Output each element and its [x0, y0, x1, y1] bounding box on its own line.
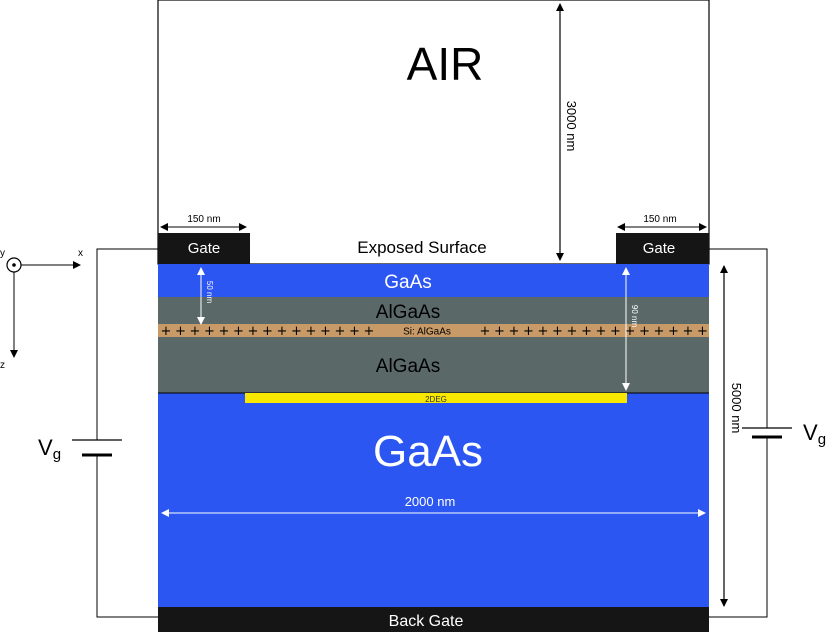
- gaas-substrate-label: GaAs: [373, 427, 483, 476]
- doping-plus-sign: +: [364, 324, 375, 339]
- doping-plus-sign: +: [262, 324, 273, 339]
- doping-plus-sign: +: [219, 324, 230, 339]
- voltage-left-label: Vg: [38, 435, 61, 463]
- doping-plus-sign: +: [291, 324, 302, 339]
- doping-plus-sign: +: [509, 324, 520, 339]
- doping-plus-sign: +: [552, 324, 563, 339]
- doping-plus-sign: +: [494, 324, 505, 339]
- doping-plus-sign: +: [668, 324, 679, 339]
- device-height-label: 5000 nm: [729, 383, 744, 434]
- gate-right-label: Gate: [643, 240, 676, 257]
- doping-plus-sign: +: [277, 324, 288, 339]
- gate-left-label: Gate: [188, 240, 221, 257]
- doping-plus-sign: +: [248, 324, 259, 339]
- doping-label: Si: AlGaAs: [403, 327, 451, 338]
- device-width-label: 2000 nm: [405, 494, 456, 509]
- gate-left-width-label: 150 nm: [187, 214, 220, 225]
- doping-label-bg: [378, 325, 476, 336]
- gate-right: [616, 233, 709, 264]
- x-axis-label: x: [78, 248, 83, 259]
- gate-left: [158, 233, 250, 264]
- doping-plus-sign: +: [233, 324, 244, 339]
- doping-plus-sign: +: [190, 324, 201, 339]
- algaas-bottom-label: AlGaAs: [376, 356, 440, 377]
- doping-plus-sign: +: [697, 324, 708, 339]
- doping-plus-sign: +: [480, 324, 491, 339]
- air-label: AIR: [407, 38, 484, 90]
- y-axis-dot: [12, 263, 16, 267]
- doping-plus-sign: +: [683, 324, 694, 339]
- gaas-cap-layer: [158, 264, 709, 297]
- 2deg-label: 2DEG: [425, 395, 447, 404]
- doping-plus-sign: +: [567, 324, 578, 339]
- depth-50-label: 50 nm: [205, 281, 214, 304]
- doping-plus-sign: +: [596, 324, 607, 339]
- depth-90-label: 90 nm: [630, 305, 639, 328]
- air-region: [157, 0, 710, 265]
- right-circuit-wire: [709, 248, 768, 618]
- gaas-substrate: [158, 393, 709, 607]
- doping-plus-sign: +: [204, 324, 215, 339]
- doping-plus-sign: +: [335, 324, 346, 339]
- algaas-top-label: AlGaAs: [376, 302, 440, 323]
- left-circuit-wire: [96, 248, 158, 618]
- voltage-right-label: Vg: [803, 420, 826, 448]
- doping-plus-sign: +: [625, 324, 636, 339]
- exposed-surface-label: Exposed Surface: [357, 238, 486, 257]
- algaas-top-layer: [158, 297, 709, 324]
- doping-plus-sign: +: [320, 324, 331, 339]
- doping-plus-sign: +: [639, 324, 650, 339]
- coordinate-axes: x y z: [0, 248, 83, 371]
- algaas-bottom-layer: [158, 337, 709, 393]
- y-axis-label: y: [0, 248, 5, 259]
- z-axis-label: z: [0, 360, 5, 371]
- doping-plus-sign: +: [538, 324, 549, 339]
- doping-plus-sign: +: [610, 324, 621, 339]
- doping-plus-sign: +: [654, 324, 665, 339]
- 2deg-channel: [245, 393, 627, 403]
- back-gate: [158, 607, 709, 632]
- air-height-label: 3000 nm: [564, 101, 579, 152]
- gate-right-width-label: 150 nm: [643, 214, 676, 225]
- doping-plus-sign: +: [349, 324, 360, 339]
- doping-plus-sign: +: [175, 324, 186, 339]
- back-gate-label: Back Gate: [389, 613, 464, 630]
- gaas-cap-label: GaAs: [384, 272, 432, 293]
- doping-plus-sign: +: [523, 324, 534, 339]
- doping-plus-sign: +: [581, 324, 592, 339]
- doping-plus-sign: +: [306, 324, 317, 339]
- doping-plus-sign: +: [161, 324, 172, 339]
